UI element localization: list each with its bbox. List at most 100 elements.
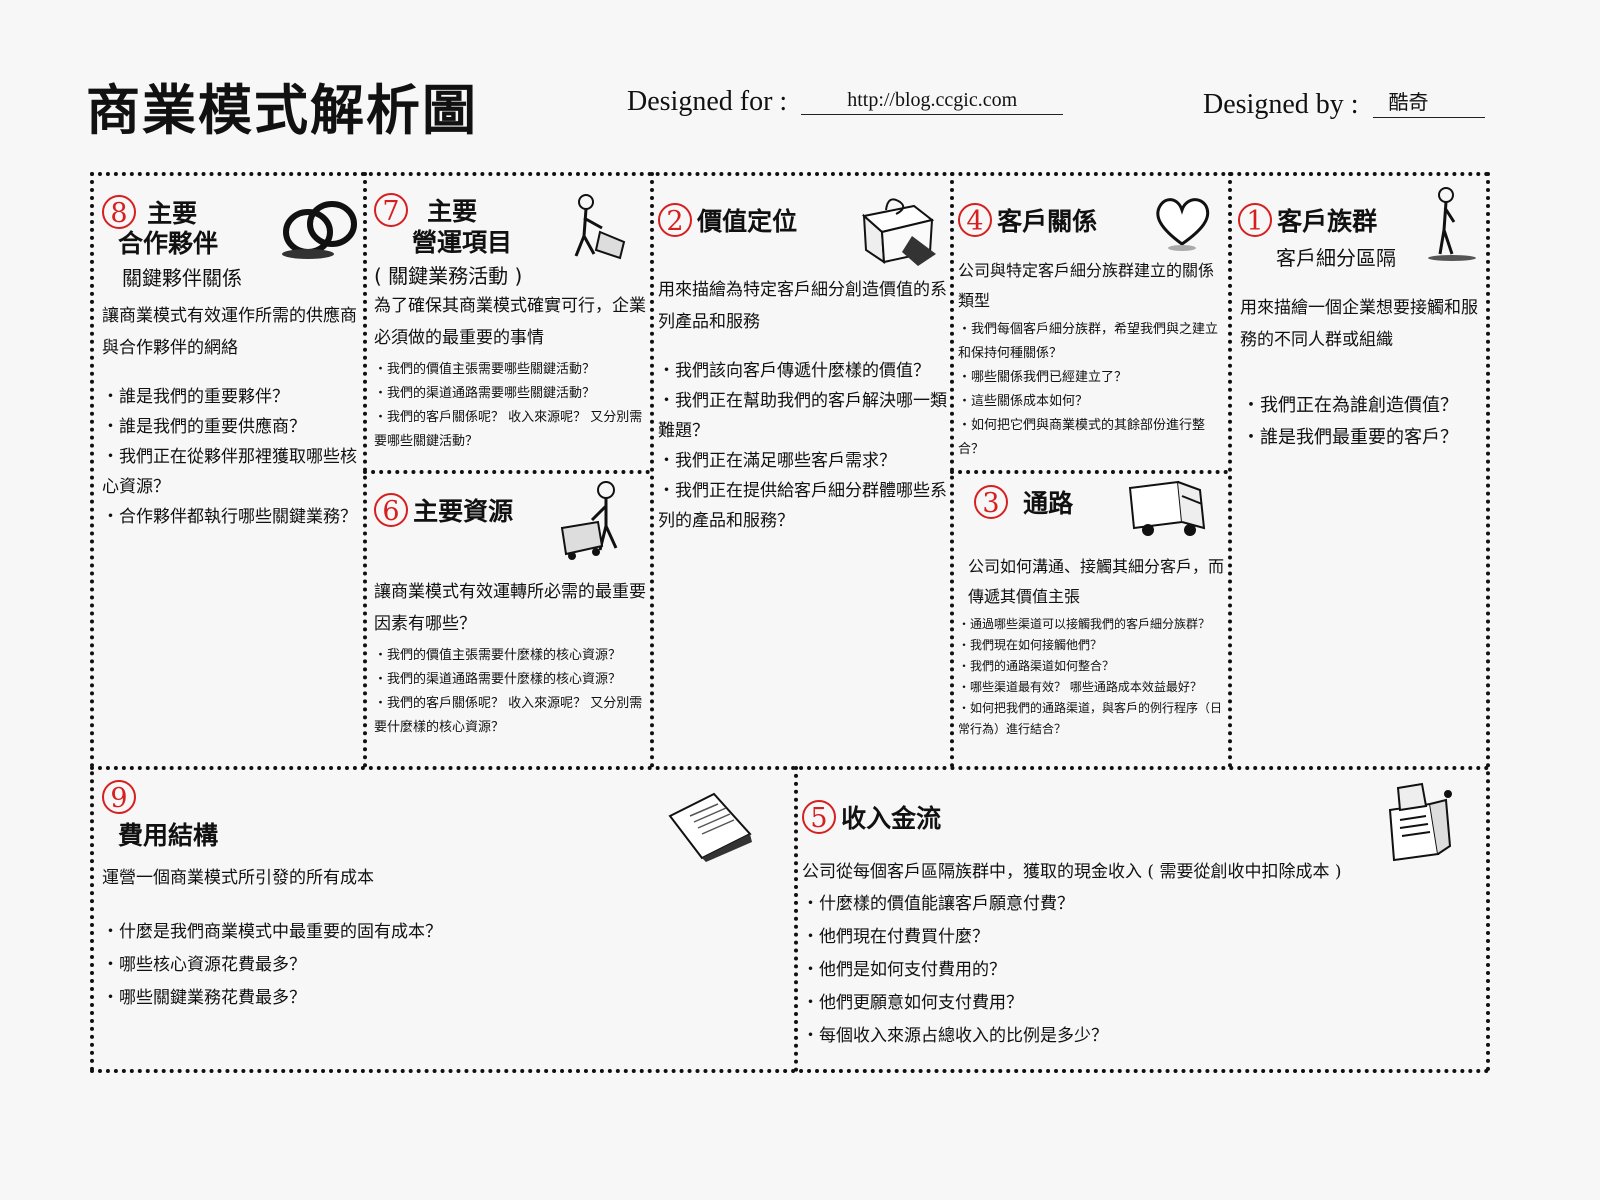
business-model-canvas: 8 主要 合作夥伴 關鍵夥伴關係 讓商業模式有效運作所需的供應商與合作夥伴的網絡…	[90, 172, 1490, 1073]
block-subtitle: ( 關鍵業務活動 )	[374, 264, 523, 288]
page-title: 商業模式解析圖	[86, 79, 478, 142]
block-questions: 我們的價值主張需要哪些關鍵活動？ 我們的渠道通路需要哪些關鍵活動？ 我們的客戶關…	[374, 358, 646, 454]
truck-icon	[1128, 480, 1206, 536]
question: 合作夥伴都執行哪些關鍵業務？	[102, 502, 360, 532]
block-number: 3	[974, 485, 1008, 519]
question: 我們正在提供給客戶細分群體哪些系列的產品和服務？	[658, 476, 948, 536]
block-value-propositions: 2 價值定位 用來描繪為特定客戶細分創造價值的系列產品和服務 我們該向客戶傳遞什…	[658, 198, 948, 536]
question: 我們正在為誰創造價值？	[1242, 390, 1480, 422]
rings-icon	[282, 201, 357, 259]
question: 我們正在從夥伴那裡獲取哪些核心資源？	[102, 442, 360, 502]
block-title: 費用結構	[118, 821, 219, 850]
question: 哪些核心資源花費最多？	[102, 949, 782, 982]
block-description: 用來描繪為特定客戶細分創造價值的系列產品和服務	[658, 280, 947, 332]
question: 我們的通路渠道如何整合？	[958, 656, 1226, 677]
block-number: 2	[658, 203, 692, 237]
question: 如何把它們與商業模式的其餘部份進行整合？	[958, 414, 1226, 462]
question: 我們的價值主張需要哪些關鍵活動？	[374, 358, 646, 382]
designed-by-label: Designed by :	[1203, 89, 1359, 120]
block-description: 讓商業模式有效運作所需的供應商與合作夥伴的網絡	[102, 306, 357, 358]
divider	[950, 470, 1228, 474]
question: 什麼樣的價值能讓客戶願意付費？	[802, 888, 1482, 921]
block-description: 運營一個商業模式所引發的所有成本	[102, 868, 374, 888]
question: 我們現在如何接觸他們？	[958, 635, 1226, 656]
question: 我們的客戶關係呢？ 收入來源呢？ 又分別需要哪些關鍵活動？	[374, 406, 646, 454]
block-key-resources: 6 主要資源 讓商業模式有效運轉所必需的最重要因素有哪些？ 我們的價值主張需要什…	[374, 481, 646, 740]
block-description: 公司從每個客戶區隔族群中，獲取的現金收入 ( 需要從創收中扣除成本 )	[802, 862, 1342, 882]
question: 什麼是我們商業模式中最重要的固有成本？	[102, 916, 782, 949]
block-questions: 通過哪些渠道可以接觸我們的客戶細分族群？ 我們現在如何接觸他們？ 我們的通路渠道…	[958, 614, 1226, 740]
block-number: 7	[374, 193, 408, 227]
cash-register-icon	[1388, 782, 1452, 862]
block-title: 收入金流	[841, 804, 942, 833]
divider	[363, 470, 650, 474]
border-left	[90, 172, 94, 1072]
block-title-line2: 合作夥伴	[118, 229, 219, 258]
worker-icon	[574, 194, 626, 260]
block-description: 讓商業模式有效運轉所必需的最重要因素有哪些？	[374, 582, 646, 634]
block-title: 主要	[147, 199, 198, 228]
block-revenue-streams: 5 收入金流 公司從每個客戶區隔族群中，獲取的現金收入 ( 需要從創收中扣除成本…	[802, 782, 1482, 1053]
block-description: 公司與特定客戶細分族群建立的關係類型	[958, 261, 1215, 310]
question: 我們每個客戶細分族群，希望我們與之建立和保持何種關係？	[958, 318, 1226, 366]
question: 我們的渠道通路需要什麼樣的核心資源？	[374, 668, 646, 692]
question: 我們的渠道通路需要哪些關鍵活動？	[374, 382, 646, 406]
block-number: 8	[102, 195, 136, 229]
question: 他們是如何支付費用的？	[802, 954, 1482, 987]
question: 哪些關係我們已經建立了？	[958, 366, 1226, 390]
question: 他們現在付費買什麼？	[802, 921, 1482, 954]
block-number: 5	[802, 800, 836, 834]
person-icon	[1428, 187, 1476, 261]
block-customer-segments: 1 客戶族群 客戶細分區隔 用來描繪一個企業想要接觸和服務的不同人群或組織 我們…	[1238, 187, 1480, 454]
question: 誰是我們的重要供應商？	[102, 412, 360, 442]
question: 哪些關鍵業務花費最多？	[102, 982, 782, 1015]
block-number: 4	[958, 203, 992, 237]
designed-by: Designed by : 酷奇	[1203, 86, 1485, 121]
question: 我們的價值主張需要什麼樣的核心資源？	[374, 644, 646, 668]
block-cost-structure: 9 費用結構 運營一個商業模式所引發的所有成本 什麼是我們商業模式中最重要的固有…	[102, 780, 782, 1015]
block-subtitle: 客戶細分區隔	[1276, 246, 1396, 270]
designed-for-label: Designed for :	[627, 86, 788, 117]
question: 我們該向客戶傳遞什麼樣的價值？	[658, 356, 948, 386]
block-channels: 3 通路 公司如何溝通、接觸其細分客戶，而傳遞其價值主張 通過哪些渠道可以接觸我…	[958, 480, 1226, 740]
divider	[650, 172, 654, 768]
question: 通過哪些渠道可以接觸我們的客戶細分族群？	[958, 614, 1226, 635]
border-right	[1486, 172, 1490, 1072]
question: 誰是我們的重要夥伴？	[102, 382, 360, 412]
block-description: 用來描繪一個企業想要接觸和服務的不同人群或組織	[1240, 298, 1478, 350]
question: 每個收入來源占總收入的比例是多少？	[802, 1020, 1482, 1053]
block-subtitle: 關鍵夥伴關係	[122, 266, 242, 290]
divider	[794, 766, 798, 1072]
block-customer-relationships: 4 客戶關係 公司與特定客戶細分族群建立的關係類型 我們每個客戶細分族群，希望我…	[958, 198, 1226, 462]
block-title: 客戶族群	[1277, 207, 1378, 236]
question: 如何把我們的通路渠道，與客戶的例行程序（日常行為）進行結合？	[958, 698, 1226, 740]
block-number: 6	[374, 493, 408, 527]
border-top	[90, 172, 1490, 176]
block-questions: 什麼是我們商業模式中最重要的固有成本？ 哪些核心資源花費最多？ 哪些關鍵業務花費…	[102, 916, 782, 1015]
block-description: 公司如何溝通、接觸其細分客戶，而傳遞其價值主張	[968, 557, 1225, 606]
block-title: 客戶關係	[997, 207, 1098, 236]
block-title: 價值定位	[697, 207, 798, 236]
block-number: 9	[102, 780, 136, 814]
question: 我們正在幫助我們的客戶解決哪一類難題？	[658, 386, 948, 446]
block-questions: 什麼樣的價值能讓客戶願意付費？ 他們現在付費買什麼？ 他們是如何支付費用的？ 他…	[802, 888, 1482, 1053]
designed-for-field: http://blog.ccgic.com	[801, 89, 1064, 115]
border-bottom	[90, 1069, 1490, 1073]
block-key-partners: 8 主要 合作夥伴 關鍵夥伴關係 讓商業模式有效運作所需的供應商與合作夥伴的網絡…	[102, 194, 360, 532]
block-key-activities: 7 主要 營運項目 ( 關鍵業務活動 ) 為了確保其商業模式確實可行，企業必須做…	[374, 192, 646, 454]
block-title: 通路	[1023, 489, 1074, 518]
document-icon	[668, 792, 752, 862]
block-questions: 我們該向客戶傳遞什麼樣的價值？ 我們正在幫助我們的客戶解決哪一類難題？ 我們正在…	[658, 356, 948, 536]
designed-by-field: 酷奇	[1372, 86, 1485, 118]
question: 他們更願意如何支付費用？	[802, 987, 1482, 1020]
forklift-icon	[560, 481, 618, 560]
question: 誰是我們最重要的客戶？	[1242, 422, 1480, 454]
block-number: 1	[1238, 203, 1272, 237]
designed-for: Designed for : http://blog.ccgic.com	[627, 86, 1064, 118]
block-questions: 我們每個客戶細分族群，希望我們與之建立和保持何種關係？ 哪些關係我們已經建立了？…	[958, 318, 1226, 462]
block-title: 主要資源	[413, 497, 514, 526]
question: 這些關係成本如何？	[958, 390, 1226, 414]
block-questions: 我們的價值主張需要什麼樣的核心資源？ 我們的渠道通路需要什麼樣的核心資源？ 我們…	[374, 644, 646, 740]
question: 哪些渠道最有效？ 哪些通路成本效益最好？	[958, 677, 1226, 698]
block-title-line2: 營運項目	[412, 228, 513, 257]
